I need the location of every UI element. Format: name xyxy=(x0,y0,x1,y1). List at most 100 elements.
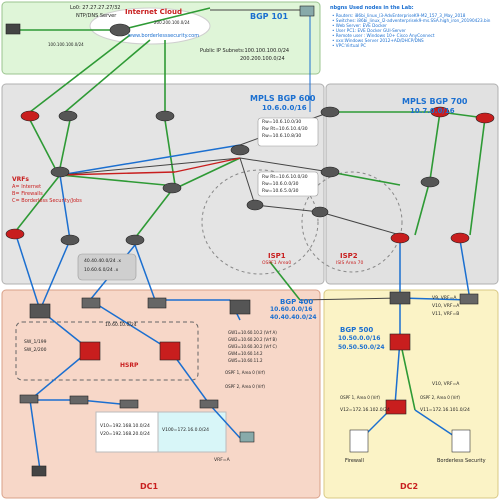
legend-region xyxy=(324,2,498,82)
fw2 xyxy=(229,299,251,315)
dc2-sw2 xyxy=(459,293,479,305)
sw-label: SW_1/199 xyxy=(24,340,47,345)
dc1-vlan-box2 xyxy=(157,411,227,453)
gray-info-box3 xyxy=(257,171,319,197)
router-R5 xyxy=(162,182,182,194)
core-sw2 xyxy=(159,341,181,361)
rw-label-3: Rw=10.6.10.8/30 xyxy=(262,134,302,139)
mpls600-region xyxy=(1,83,325,285)
router-R11 xyxy=(320,166,340,178)
router-R9 xyxy=(230,144,250,156)
addr1: 200.200.100.0/24 xyxy=(154,20,190,25)
dc2-v10: V10, VRF=A xyxy=(432,304,460,309)
rw-label-5: Rw=10.6.0.0/30 xyxy=(262,182,299,187)
internet-title: Internet Cloud xyxy=(125,8,182,16)
legend-item: • Switches: i86bi_linux_l2-adventerprise… xyxy=(332,18,491,23)
bgp400-title: BGP 400 xyxy=(280,298,314,306)
gray-box-text2: 10.60.6.0/24 .x xyxy=(84,268,119,273)
gw-label-1: GW1=10.60.10.2 (Vrf A) xyxy=(228,330,277,335)
router-R14 xyxy=(420,176,440,188)
router-R20 xyxy=(109,23,131,37)
dc1-v2: V20=192.168.20.0/24 xyxy=(100,432,150,437)
dc2-ospf: OSPF 1, Area 0 (Vrf) xyxy=(340,395,380,400)
dc2-v10b: V10, VRF=A xyxy=(432,382,460,387)
isp2-title: ISP2 xyxy=(340,252,358,260)
gw-label-5: GW5=10.60.11.2 xyxy=(228,358,263,363)
link-red-1 xyxy=(59,171,176,176)
gw-label-2: GW2=10.60.20.2 (Vrf B) xyxy=(228,337,277,342)
sw5 xyxy=(119,399,139,409)
router-R15 xyxy=(390,232,410,244)
router-R10 xyxy=(320,106,340,118)
gray-box-text1: 40.40.40.0/24 .x xyxy=(84,259,122,264)
dc2-core xyxy=(385,399,407,415)
fw1 xyxy=(29,303,51,319)
dc2-title: DC2 xyxy=(400,482,419,491)
dc2-bsec: Borderless Security xyxy=(437,458,486,464)
dc2-firewall: Firewall xyxy=(345,458,364,464)
server-docker xyxy=(299,5,315,17)
sw1 xyxy=(81,297,101,309)
legend-item: • Routers: i86bi_linux_l3-AdvEnterpriseK… xyxy=(332,13,466,18)
bgp500-s2: 50.50.50.0/24 xyxy=(338,344,385,351)
rw-label-2: Rw Rt=10.6.10.4/30 xyxy=(262,127,308,132)
sw-label2: SW_2/200 xyxy=(24,348,47,353)
gray-info-box2 xyxy=(257,117,319,147)
links-misc xyxy=(59,9,401,301)
router-R1 xyxy=(20,110,40,122)
dc2-v9: V9, VRF=A xyxy=(432,296,457,301)
router-R18 xyxy=(311,206,329,218)
legend-item: • User PC1: EVE Docker GUI-Server xyxy=(332,28,406,33)
dc1-title: DC1 xyxy=(140,482,159,491)
vrf-a: A= Internet xyxy=(12,184,42,190)
legend-item: • VPC:Virtual PC xyxy=(332,43,366,48)
gray-info-box xyxy=(77,253,137,281)
router-R12 xyxy=(430,106,450,118)
pc-internet xyxy=(5,23,21,35)
lo0-label: Lo0: 27.27.27.27/32 xyxy=(70,5,121,11)
pc-dc1 xyxy=(31,465,47,477)
mpls600-title: MPLS BGP 600 xyxy=(250,94,316,103)
dc1-region xyxy=(1,289,321,499)
link-red-2 xyxy=(174,157,241,173)
legend-item: • Remote user : Windows 10+ Cisco AnyCon… xyxy=(332,33,435,38)
router-R8 xyxy=(125,234,145,246)
legend-title: nbgns Used nodes in the Lab: xyxy=(330,5,414,11)
bgp101-title: BGP 101 xyxy=(250,12,289,21)
hsrp-label: HSRP xyxy=(120,362,139,369)
rw-label-1: Rw=10.6.10.0/30 xyxy=(262,120,302,125)
mpls600-subnet: 10.6.0.0/16 xyxy=(262,104,307,112)
dc2-v12: V12=172.16.102.0/24 xyxy=(340,408,390,413)
router-R17 xyxy=(246,199,264,211)
dc1-hsrp-box xyxy=(15,321,199,381)
sw3 xyxy=(19,394,39,404)
sw6 xyxy=(199,399,219,409)
public-subnets2: 200.200.100.0/24 xyxy=(240,56,285,62)
sw4 xyxy=(69,395,89,405)
dc1-v1: V10=192.168.10.0/24 xyxy=(100,424,150,429)
isp2-sub: ISIS Area 70 xyxy=(336,261,364,266)
router-R16 xyxy=(450,232,470,244)
devices xyxy=(5,5,479,477)
ospf-label-2: OSPF 2, Area 0 (Vrf) xyxy=(225,384,265,389)
isp2-cloud xyxy=(301,171,403,273)
legend-item: • Web Server: EVE Docker xyxy=(332,23,387,28)
isp1-sub: OSPF1 Area0 xyxy=(262,261,292,266)
ospf-label-1: OSPF 1, Area 0 (Vrf) xyxy=(225,370,265,375)
vrf-c: C= Borderless Security/Jobs xyxy=(12,198,82,204)
router-R3 xyxy=(155,110,175,122)
router-R13 xyxy=(475,112,495,124)
mpls700-title: MPLS BGP 700 xyxy=(402,97,468,106)
gw-label-3: GW3=10.60.30.2 (Vrf C) xyxy=(228,344,277,349)
rw-label-6: Rw=10.6.5.0/30 xyxy=(262,189,299,194)
core-sw1 xyxy=(79,341,101,361)
rw-label-4: Rw Rt=10.6.10.0/30 xyxy=(262,175,308,180)
addr2: 100.100.100.0/24 xyxy=(48,42,84,47)
sw2 xyxy=(147,297,167,309)
ntp-label: NTP/DNS Server xyxy=(76,13,117,19)
dc1-v3: V100=172.16.0.0/24 xyxy=(162,428,210,433)
dc1-vrf: VRF=A xyxy=(214,458,230,463)
dc2-fw xyxy=(389,333,411,351)
server-dc1 xyxy=(239,431,255,443)
